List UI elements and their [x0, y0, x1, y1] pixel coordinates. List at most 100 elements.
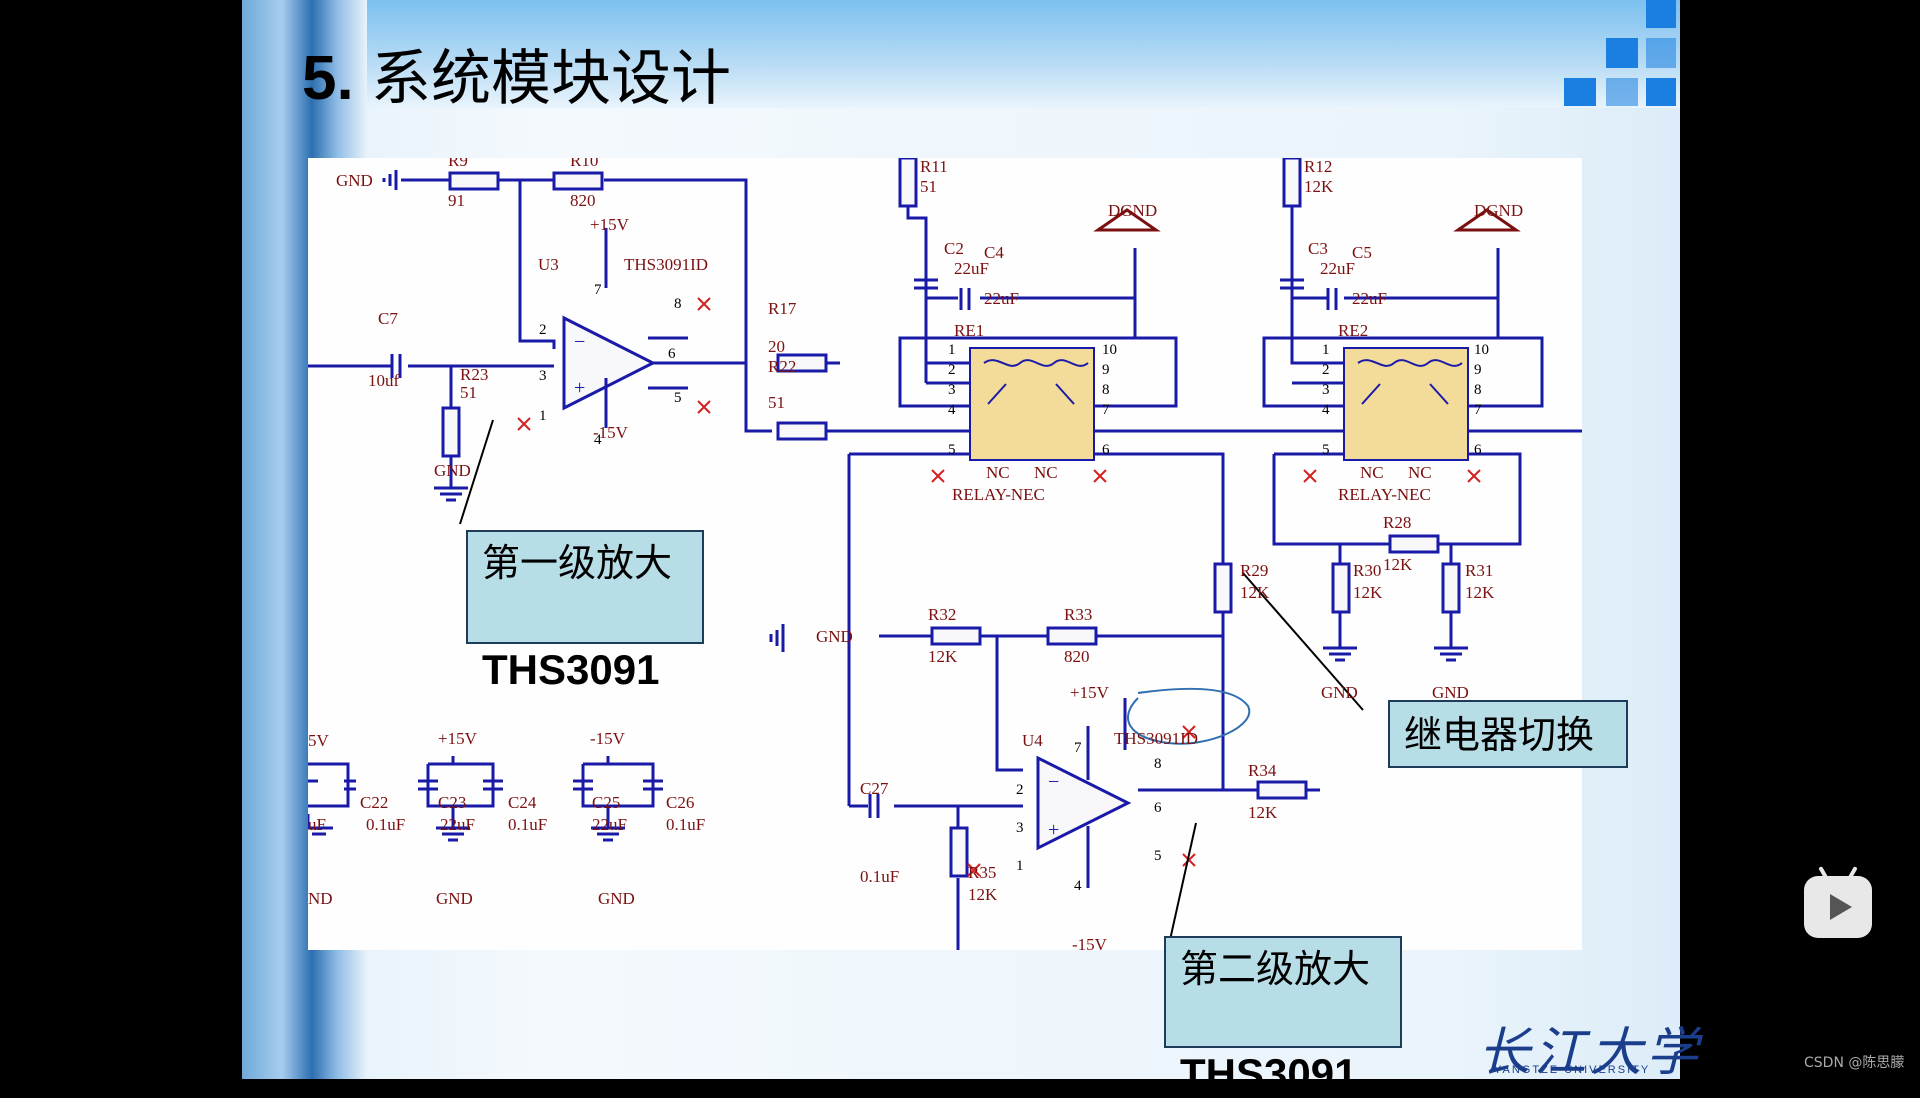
c3-value: 22uF: [1320, 259, 1355, 278]
c7-value: 10uf: [368, 371, 400, 390]
c7-label: C7: [378, 309, 398, 328]
r30-label: R30: [1353, 561, 1381, 580]
svg-text:10: 10: [1102, 342, 1117, 358]
r9-value: 91: [448, 191, 465, 210]
pos15-label: +15V: [590, 215, 630, 234]
r9-label: R9: [448, 158, 468, 170]
stage2-callout: 第二级放大: [1164, 936, 1402, 1048]
hand-circle: [1127, 687, 1251, 745]
c22-label: C22: [360, 793, 388, 812]
c24-label: C24: [508, 793, 537, 812]
c27-label: C27: [860, 779, 889, 798]
svg-text:7: 7: [1102, 402, 1110, 418]
pos15-label: +15V: [438, 729, 478, 748]
op-amps: [562, 228, 1132, 888]
re1-label: RE1: [954, 321, 984, 340]
nc-label: NC: [1408, 463, 1432, 482]
c27-value: 0.1uF: [860, 867, 899, 886]
play-icon: [1830, 894, 1852, 920]
ths-label: THS3091ID: [1114, 729, 1198, 748]
svg-text:6: 6: [1102, 442, 1110, 458]
c26-value: 0.1uF: [666, 815, 705, 834]
r10-label: R10: [570, 158, 598, 170]
c22-value: 0.1uF: [366, 815, 405, 834]
svg-text:3: 3: [948, 382, 956, 398]
r17-value: 20: [768, 337, 785, 356]
neg15-label: -15V: [590, 729, 626, 748]
c2-value: 22uF: [954, 259, 989, 278]
svg-text:7: 7: [1074, 740, 1082, 756]
svg-text:10: 10: [1474, 342, 1489, 358]
schematic-drawing: −+ −+ GND R9 91 R10 820 +15V: [308, 158, 1582, 950]
svg-text:3: 3: [1016, 820, 1024, 836]
c25-label: C25: [592, 793, 620, 812]
r31-label: R31: [1465, 561, 1493, 580]
stage2-part-label: THS3091: [1180, 1050, 1358, 1097]
r11-value: 51: [920, 177, 937, 196]
grounds: [308, 170, 1521, 842]
r31-value: 12K: [1465, 583, 1495, 602]
play-button[interactable]: [1804, 876, 1872, 938]
r34-label: R34: [1248, 761, 1277, 780]
svg-text:5: 5: [948, 442, 956, 458]
r35-value: 12K: [968, 885, 998, 904]
pointer-lines: [459, 419, 1364, 950]
pos15-label: +15V: [1070, 683, 1110, 702]
r23-value: 51: [460, 383, 477, 402]
svg-text:1: 1: [539, 408, 547, 424]
neg15-label: -15V: [1072, 935, 1108, 950]
neg15-label: -15V: [593, 423, 629, 442]
svg-text:5: 5: [1154, 848, 1162, 864]
deco-square: [1606, 78, 1638, 106]
r17-label: R17: [768, 299, 797, 318]
university-logo-sub: YANGTZE UNIVERSITY: [1494, 1064, 1651, 1076]
c3-label: C3: [1308, 239, 1328, 258]
stage1-part-label: THS3091: [482, 646, 660, 693]
r32-value: 12K: [928, 647, 958, 666]
gnd-label: GND: [1321, 683, 1358, 702]
r10-value: 820: [570, 191, 596, 210]
relay-callout: 继电器切换: [1388, 700, 1628, 768]
r29-value: 12K: [1240, 583, 1270, 602]
svg-text:+: +: [574, 377, 585, 399]
c23-label: C23: [438, 793, 466, 812]
gnd-label: GND: [336, 171, 373, 190]
gnd-label: GND: [1432, 683, 1469, 702]
u3-label: U3: [538, 255, 559, 274]
r34-value: 12K: [1248, 803, 1278, 822]
c5-value: 22uF: [1352, 289, 1387, 308]
svg-text:9: 9: [1102, 362, 1110, 378]
r11-label: R11: [920, 158, 948, 176]
dgnd-label: DGND: [1108, 201, 1157, 220]
gnd-label: GND: [816, 627, 853, 646]
deco-square: [1564, 78, 1596, 106]
title-text: 系统模块设计: [370, 44, 731, 114]
c23-value: 22uF: [440, 815, 475, 834]
svg-text:6: 6: [1154, 800, 1162, 816]
title-band: [367, 0, 1680, 108]
title-number: 5.: [302, 44, 354, 113]
r28-label: R28: [1383, 513, 1411, 532]
svg-text:2: 2: [948, 362, 956, 378]
op-amp-signs: −+ −+: [574, 331, 1059, 841]
c25-value: 22uF: [592, 815, 627, 834]
svg-text:4: 4: [1074, 878, 1082, 894]
stage1-label: 第一级放大: [482, 541, 673, 585]
r29-label: R29: [1240, 561, 1268, 580]
svg-text:3: 3: [1322, 382, 1330, 398]
svg-text:1: 1: [1016, 858, 1024, 874]
c26-label: C26: [666, 793, 694, 812]
r22-value: 51: [768, 393, 785, 412]
deco-square: [1646, 38, 1676, 68]
relay-nec-label: RELAY-NEC: [952, 485, 1045, 504]
r12-label: R12: [1304, 158, 1332, 176]
r33-value: 820: [1064, 647, 1090, 666]
c4-label: C4: [984, 243, 1004, 262]
r32-label: R32: [928, 605, 956, 624]
deco-square: [1646, 78, 1676, 106]
resistors: [441, 158, 1461, 878]
svg-text:2: 2: [539, 322, 547, 338]
relay-contacts: [983, 359, 1463, 405]
svg-text:−: −: [1048, 771, 1059, 793]
r28-value: 12K: [1383, 555, 1413, 574]
